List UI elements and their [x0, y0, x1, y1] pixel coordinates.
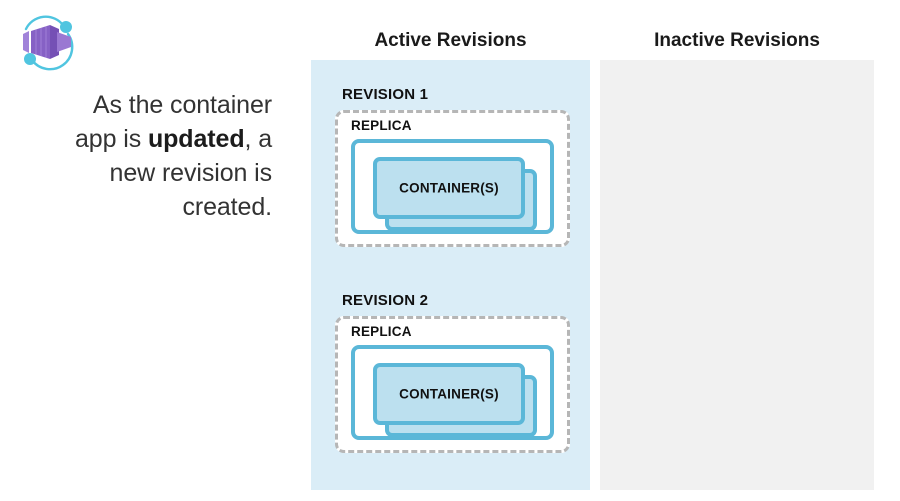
active-revisions-panel: REVISION 1 REPLICA CONTAINER(S) REVISION…	[311, 60, 590, 490]
inactive-revisions-panel	[600, 60, 874, 490]
replica-box-2: REPLICA CONTAINER(S)	[335, 316, 570, 453]
caption-line-2-prefix: app is	[75, 125, 148, 153]
replica-inner-area-2: CONTAINER(S)	[351, 345, 554, 440]
caption-line-3: new revision is	[109, 159, 273, 187]
revision-label-2: REVISION 2	[342, 292, 429, 309]
replica-label-1: REPLICA	[351, 118, 412, 133]
caption-line-4: created.	[182, 193, 272, 221]
caption-paragraph: As the container app is updated, a new r…	[16, 88, 272, 224]
caption-emphasis: updated	[147, 125, 245, 153]
active-revisions-heading: Active Revisions	[374, 30, 527, 51]
container-label-1: CONTAINER(S)	[399, 180, 499, 196]
revision-block-2: REVISION 2 REPLICA CONTAINER(S)	[335, 292, 570, 453]
container-label-2: CONTAINER(S)	[399, 386, 499, 402]
replica-box-1: REPLICA CONTAINER(S)	[335, 110, 570, 247]
replica-label-2: REPLICA	[351, 324, 412, 339]
revision-block-1: REVISION 1 REPLICA CONTAINER(S)	[335, 86, 570, 247]
replica-inner-area-1: CONTAINER(S)	[351, 139, 554, 234]
container-card-front-2: CONTAINER(S)	[373, 363, 525, 425]
container-stack-2: CONTAINER(S)	[373, 363, 537, 437]
container-card-front-1: CONTAINER(S)	[373, 157, 525, 219]
caption-line-2-suffix: , a	[244, 125, 273, 153]
revision-label-1: REVISION 1	[342, 86, 429, 103]
inactive-revisions-heading: Inactive Revisions	[654, 30, 820, 51]
explanation-column: As the container app is updated, a new r…	[0, 0, 300, 501]
container-stack-1: CONTAINER(S)	[373, 157, 537, 231]
caption-line-1: As the container	[92, 91, 272, 119]
azure-container-apps-icon	[14, 12, 80, 74]
